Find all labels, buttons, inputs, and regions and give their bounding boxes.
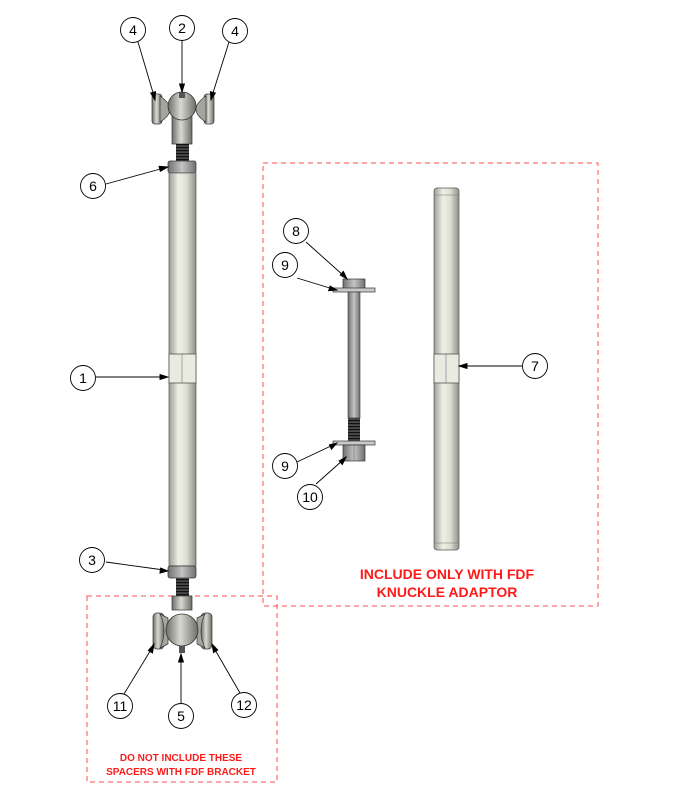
callout-label: 10 — [302, 489, 318, 505]
fdf-note-line-1: INCLUDE ONLY WITH FDF — [360, 566, 535, 582]
callout-label: 7 — [531, 358, 539, 374]
callout-label: 3 — [88, 552, 96, 568]
balloon-callout-11: 11 — [107, 693, 133, 719]
balloon-callout-8: 8 — [283, 218, 309, 244]
balloon-callout-1: 1 — [70, 365, 96, 391]
balloon-callout-10: 10 — [297, 484, 323, 510]
callout-label: 4 — [129, 22, 137, 38]
bottom-rod-end — [152, 565, 213, 653]
balloon-callout-3: 3 — [79, 547, 105, 573]
balloon-callout-9-bottom: 9 — [272, 453, 298, 479]
spacer-note-line-2: SPACERS WITH FDF BRACKET — [106, 767, 256, 778]
bolt-assembly — [332, 278, 376, 462]
callout-label: 6 — [89, 178, 97, 194]
callout-label: 9 — [281, 257, 289, 273]
balloon-callout-7: 7 — [522, 353, 548, 379]
callout-label: 1 — [79, 370, 87, 386]
balloon-callout-5: 5 — [168, 703, 194, 729]
balloon-callout-9-top: 9 — [272, 252, 298, 278]
spacer-note-line-1: DO NOT INCLUDE THESE — [120, 753, 243, 764]
balloon-callout-6: 6 — [80, 173, 106, 199]
balloon-callout-4-right: 4 — [222, 18, 248, 44]
callout-label: 11 — [113, 698, 128, 714]
main-rod — [168, 172, 197, 567]
leader-lines — [96, 41, 522, 703]
callout-label: 2 — [178, 20, 186, 36]
adaptor-rod — [433, 187, 460, 551]
callout-label: 8 — [292, 223, 300, 239]
balloon-callout-12: 12 — [231, 692, 257, 718]
fdf-note-line-2: KNUCKLE ADAPTOR — [377, 584, 518, 600]
balloon-callout-4-left: 4 — [120, 17, 146, 43]
top-rod-end — [151, 91, 215, 174]
callout-label: 12 — [236, 697, 252, 713]
balloon-callout-2: 2 — [169, 15, 195, 41]
callout-label: 9 — [281, 458, 289, 474]
fdf-adaptor-box — [262, 162, 599, 607]
callout-label: 4 — [231, 23, 239, 39]
callout-label: 5 — [177, 708, 185, 724]
